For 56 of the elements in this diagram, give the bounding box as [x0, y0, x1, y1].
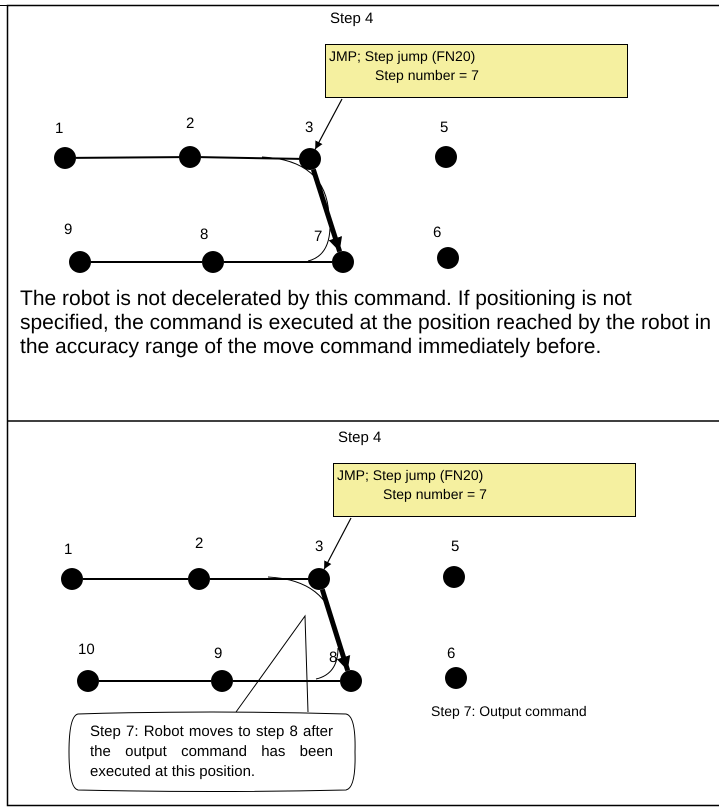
point-marker — [435, 146, 457, 168]
point-marker — [69, 251, 91, 273]
point-number: 9 — [214, 645, 222, 662]
callout-text: JMP; Step jump (FN20) — [337, 466, 484, 485]
step-label: Step 4 — [330, 10, 374, 27]
point-marker — [340, 670, 362, 692]
point-number: 8 — [329, 649, 338, 666]
point-marker — [61, 568, 83, 590]
point-marker — [437, 247, 459, 269]
point-marker — [179, 146, 201, 168]
path-line — [83, 578, 188, 580]
point-number: 2 — [186, 115, 194, 132]
path-line — [210, 578, 308, 580]
step-label: Step 4 — [338, 429, 382, 446]
callout-text: Step number = 7 — [374, 66, 479, 85]
point-number: 5 — [440, 119, 448, 136]
point-marker — [445, 667, 467, 689]
callout-box — [325, 44, 628, 98]
point-number: 5 — [451, 538, 460, 555]
point-number: 10 — [78, 641, 95, 658]
speech-bubble — [68, 712, 356, 792]
path-line — [200, 156, 300, 160]
description-text: The robot is not decelerated by this command. If positioning is not specified, the command is executed at the position reached by the robot in the accuracy range of the move command immediately before. — [20, 287, 712, 359]
point-marker — [77, 670, 99, 692]
arrow — [310, 168, 342, 252]
path-line — [233, 680, 340, 682]
arrow — [320, 588, 350, 672]
point-number: 3 — [305, 119, 314, 136]
point-marker — [202, 251, 224, 273]
callout-text: JMP; Step jump (FN20) — [329, 47, 476, 66]
callout-box — [333, 463, 636, 517]
point-number: 3 — [315, 538, 324, 555]
point-number: 7 — [314, 228, 322, 245]
note-text: Step 7: Output command — [431, 703, 587, 719]
path-line — [91, 261, 202, 263]
callout-text: Step 7: Robot moves to step 8 after the output command has been executed at this position. — [90, 722, 333, 782]
point-number: 2 — [195, 535, 204, 552]
point-number: 1 — [55, 120, 64, 137]
point-marker — [188, 568, 210, 590]
callout-text: Step number = 7 — [382, 485, 487, 504]
point-marker — [443, 566, 465, 588]
point-number: 8 — [200, 226, 208, 243]
point-number: 9 — [64, 221, 72, 238]
point-number: 6 — [433, 224, 442, 241]
path-line — [224, 261, 332, 263]
arrow — [314, 98, 343, 150]
point-number: 6 — [447, 645, 456, 662]
point-marker — [308, 568, 330, 590]
point-marker — [211, 670, 233, 692]
path-line — [99, 680, 211, 682]
arrow — [324, 518, 352, 570]
point-marker — [54, 147, 76, 169]
point-marker — [332, 251, 354, 273]
point-number: 1 — [64, 541, 72, 558]
point-marker — [299, 148, 321, 170]
path-line — [76, 156, 179, 159]
